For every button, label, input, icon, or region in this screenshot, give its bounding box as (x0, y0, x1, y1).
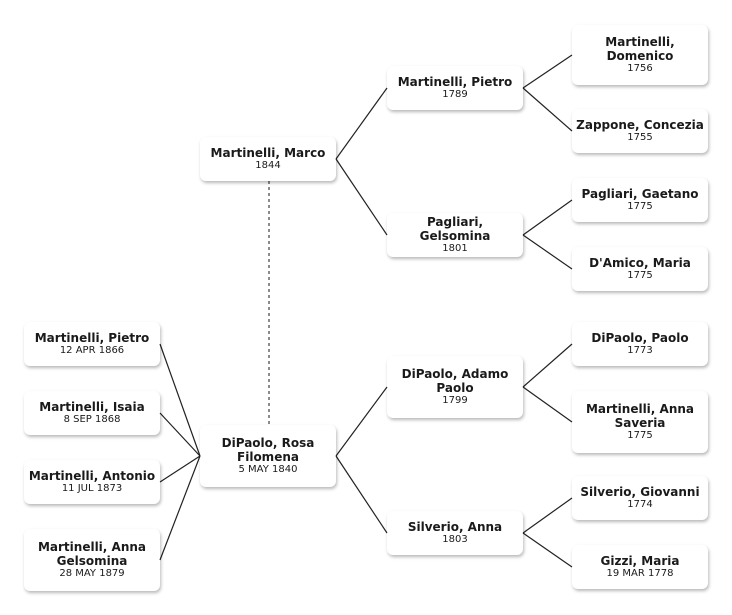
person-date: 1773 (627, 345, 653, 356)
person-date: 1756 (627, 63, 653, 74)
person-martinelli-isaia[interactable]: Martinelli, Isaia 8 SEP 1868 (24, 391, 160, 435)
parent-connector-line (522, 386, 573, 423)
person-dipaolo-adamo-paolo[interactable]: DiPaolo, Adamo Paolo 1799 (387, 356, 523, 418)
person-name: Martinelli, Anna Saveria (585, 402, 695, 430)
person-name: Silverio, Anna (407, 520, 503, 534)
person-name: Martinelli, Isaia (39, 400, 145, 414)
person-date: 19 MAR 1778 (606, 568, 674, 579)
parent-connector-line (522, 54, 573, 89)
person-silverio-anna[interactable]: Silverio, Anna 1803 (387, 511, 523, 555)
person-date: 1755 (627, 132, 653, 143)
person-name: Pagliari, Gaetano (581, 187, 699, 201)
person-name: Martinelli, Domenico (605, 35, 675, 63)
person-martinelli-pietro-father[interactable]: Martinelli, Pietro 1789 (387, 66, 523, 110)
person-name: Martinelli, Anna Gelsomina (37, 540, 147, 568)
person-date: 1803 (442, 534, 468, 545)
person-pagliari-gelsomina[interactable]: Pagliari, Gelsomina 1801 (387, 213, 523, 257)
child-connector-line (159, 343, 201, 457)
person-gizzi-maria[interactable]: Gizzi, Maria 19 MAR 1778 (572, 545, 708, 589)
person-damico-maria[interactable]: D'Amico, Maria 1775 (572, 247, 708, 291)
person-martinelli-domenico[interactable]: Martinelli, Domenico 1756 (572, 25, 708, 85)
person-date: 1799 (442, 395, 468, 406)
parent-connector-line (522, 532, 573, 568)
person-name: Zappone, Concezia (576, 118, 704, 132)
person-name: DiPaolo, Adamo Paolo (401, 367, 509, 395)
person-dipaolo-paolo[interactable]: DiPaolo, Paolo 1773 (572, 322, 708, 366)
person-pagliari-gaetano[interactable]: Pagliari, Gaetano 1775 (572, 178, 708, 222)
person-name: DiPaolo, Paolo (591, 331, 689, 345)
person-name: DiPaolo, Rosa Filomena (221, 436, 315, 464)
person-martinelli-anna-gelsomina[interactable]: Martinelli, Anna Gelsomina 28 MAY 1879 (24, 529, 160, 591)
person-date: 1789 (442, 89, 468, 100)
person-date: 11 JUL 1873 (61, 483, 123, 494)
person-dipaolo-rosa-filomena[interactable]: DiPaolo, Rosa Filomena 5 MAY 1840 (200, 425, 336, 487)
person-date: 1844 (255, 160, 281, 171)
person-date: 1774 (627, 499, 653, 510)
person-date: 1801 (442, 243, 468, 254)
person-name: Pagliari, Gelsomina (419, 215, 491, 243)
person-date: 1775 (627, 270, 653, 281)
parent-connector-line (335, 158, 388, 236)
person-date: 12 APR 1866 (59, 345, 125, 356)
person-date: 1775 (627, 430, 653, 441)
person-name: Martinelli, Pietro (34, 331, 150, 345)
person-name: Silverio, Giovanni (580, 485, 700, 499)
person-name: Martinelli, Marco (210, 146, 326, 160)
person-zappone-concezia[interactable]: Zappone, Concezia 1755 (572, 109, 708, 153)
child-connector-line (159, 455, 201, 483)
person-martinelli-antonio[interactable]: Martinelli, Antonio 11 JUL 1873 (24, 460, 160, 504)
parent-connector-line (335, 87, 388, 160)
person-date: 8 SEP 1868 (63, 414, 121, 425)
parent-connector-line (335, 386, 388, 457)
parent-connector-line (522, 234, 573, 270)
person-name: Martinelli, Antonio (28, 469, 156, 483)
person-martinelli-pietro-child[interactable]: Martinelli, Pietro 12 APR 1866 (24, 322, 160, 366)
parent-connector-line (522, 343, 573, 388)
person-date: 1775 (627, 201, 653, 212)
person-name: D'Amico, Maria (589, 256, 691, 270)
person-name: Gizzi, Maria (600, 554, 680, 568)
parent-connector-line (335, 455, 388, 534)
person-name: Martinelli, Pietro (397, 75, 513, 89)
child-connector-line (159, 412, 201, 457)
parent-connector-line (522, 199, 573, 236)
parent-connector-line (522, 87, 573, 132)
person-martinelli-anna-saveria[interactable]: Martinelli, Anna Saveria 1775 (572, 391, 708, 453)
person-date: 5 MAY 1840 (238, 464, 298, 475)
person-date: 28 MAY 1879 (59, 568, 125, 579)
parent-connector-line (522, 497, 573, 534)
person-silverio-giovanni[interactable]: Silverio, Giovanni 1774 (572, 476, 708, 520)
person-martinelli-marco[interactable]: Martinelli, Marco 1844 (200, 137, 336, 181)
child-connector-line (159, 455, 201, 561)
